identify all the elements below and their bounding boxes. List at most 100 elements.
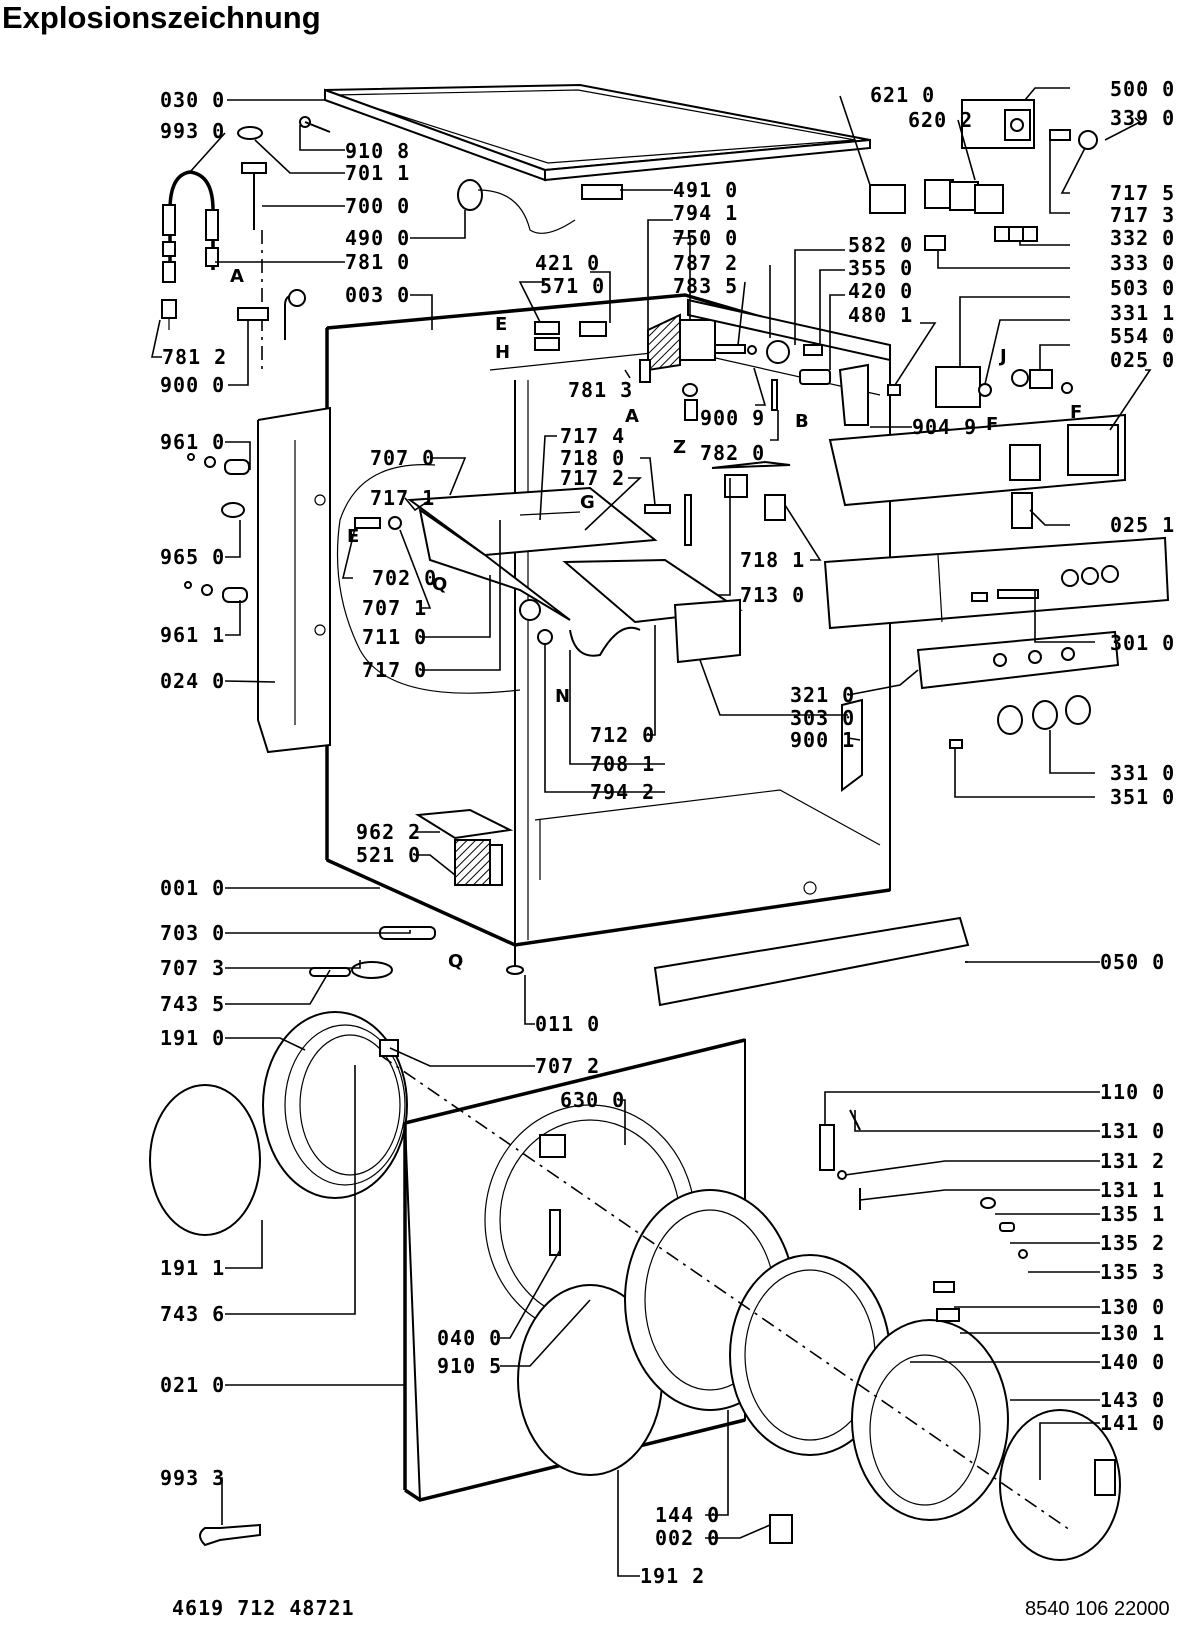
ref-letter-a1: A xyxy=(230,266,244,287)
callout-781-2: 781 2 xyxy=(162,345,227,369)
callout-011-0: 011 0 xyxy=(535,1012,600,1036)
callout-355-0: 355 0 xyxy=(848,256,913,280)
callout-781-0: 781 0 xyxy=(345,250,410,274)
callout-420-0: 420 0 xyxy=(848,279,913,303)
lamp-holder xyxy=(978,383,992,397)
callout-708-1: 708 1 xyxy=(590,752,655,776)
cover-plate xyxy=(838,363,869,426)
callout-707-0: 707 0 xyxy=(370,446,435,470)
callout-140-0: 140 0 xyxy=(1100,1350,1165,1374)
callout-794-2: 794 2 xyxy=(590,780,655,804)
callout-135-1: 135 1 xyxy=(1100,1202,1165,1226)
callout-961-0: 961 0 xyxy=(160,430,225,454)
spring-135-2 xyxy=(999,1222,1015,1232)
door-seal-191-1 xyxy=(149,1084,261,1236)
model-number: 8540 106 22000 xyxy=(1025,1598,1170,1620)
pin xyxy=(771,379,778,411)
callout-993-0: 993 0 xyxy=(160,119,225,143)
panel-002 xyxy=(769,1514,793,1544)
callout-962-2: 962 2 xyxy=(356,820,421,844)
callout-554-0: 554 0 xyxy=(1110,324,1175,348)
bumper-bottom xyxy=(184,581,248,603)
capacitor xyxy=(799,369,831,385)
callout-141-0: 141 0 xyxy=(1100,1411,1165,1435)
callout-025-1: 025 1 xyxy=(1110,513,1175,537)
door-handle xyxy=(1094,1459,1116,1496)
washer xyxy=(388,516,402,530)
callout-702-0: 702 0 xyxy=(372,566,437,590)
ref-letter-g: G xyxy=(580,492,595,513)
callout-707-2: 707 2 xyxy=(535,1054,600,1078)
callout-503-0: 503 0 xyxy=(1110,276,1175,300)
callout-491-0: 491 0 xyxy=(673,178,738,202)
bracket-130-0 xyxy=(933,1281,955,1293)
callout-191-2: 191 2 xyxy=(640,1564,705,1588)
rear-panel xyxy=(257,406,331,754)
callout-131-1: 131 1 xyxy=(1100,1178,1165,1202)
foot-011 xyxy=(506,945,524,975)
switch-single xyxy=(869,184,906,214)
mains-cable xyxy=(457,179,576,234)
callout-135-2: 135 2 xyxy=(1100,1231,1165,1255)
callout-961-1: 961 1 xyxy=(160,623,225,647)
o-ring xyxy=(537,629,553,645)
inlet-valves xyxy=(534,321,560,351)
callout-620-2: 620 2 xyxy=(908,108,973,132)
document-number: 4619 712 48721 xyxy=(172,1596,355,1620)
ref-letter-n: N xyxy=(555,686,570,707)
callout-787-2: 787 2 xyxy=(673,251,738,275)
callout-965-0: 965 0 xyxy=(160,545,225,569)
callout-143-0: 143 0 xyxy=(1100,1388,1165,1412)
fascia-panel xyxy=(823,536,1170,630)
bracket-box xyxy=(724,474,748,498)
leader-lines xyxy=(151,87,1152,1577)
heater-block xyxy=(647,313,716,421)
filter-025-1 xyxy=(1011,492,1033,529)
ref-letter-a2: A xyxy=(625,406,639,427)
callout-712-0: 712 0 xyxy=(590,723,655,747)
callout-332-0: 332 0 xyxy=(1110,226,1175,250)
callout-002-0: 002 0 xyxy=(655,1526,720,1550)
pressure-switch xyxy=(766,340,790,364)
interference-filter xyxy=(414,808,514,886)
nut-131-2 xyxy=(837,1170,847,1180)
callout-131-0: 131 0 xyxy=(1100,1119,1165,1143)
callout-900-1: 900 1 xyxy=(790,728,855,752)
callout-717-0: 717 0 xyxy=(362,658,427,682)
dispenser-hose xyxy=(569,626,641,657)
vent-rod xyxy=(241,162,267,375)
nut xyxy=(747,345,757,355)
callout-910-5: 910 5 xyxy=(437,1354,502,1378)
callout-003-0: 003 0 xyxy=(345,283,410,307)
ref-letter-j: J xyxy=(998,346,1007,367)
callout-025-0: 025 0 xyxy=(1110,348,1175,372)
ref-letter-z: Z xyxy=(673,437,686,458)
callout-490-0: 490 0 xyxy=(345,226,410,250)
seal-707-3 xyxy=(351,961,393,979)
lamp xyxy=(887,384,901,396)
callout-582-0: 582 0 xyxy=(848,233,913,257)
pipe-702 xyxy=(354,517,381,529)
callout-571-0: 571 0 xyxy=(540,274,605,298)
ring-135-3 xyxy=(1018,1249,1028,1259)
bumper-top xyxy=(187,453,250,475)
callout-521-0: 521 0 xyxy=(356,843,421,867)
tub-front xyxy=(262,1011,408,1199)
callout-707-3: 707 3 xyxy=(160,956,225,980)
callout-labels: 030 0 993 0 910 8 701 1 700 0 490 0 781 … xyxy=(160,77,1175,1588)
callout-717-1: 717 1 xyxy=(370,486,435,510)
callout-131-2: 131 2 xyxy=(1100,1149,1165,1173)
bracket-130-1 xyxy=(936,1308,960,1322)
control-board xyxy=(828,413,1126,507)
door-frame-143 xyxy=(851,1319,1009,1521)
callout-750-0: 750 0 xyxy=(673,226,738,250)
callout-717-5: 717 5 xyxy=(1110,181,1175,205)
callout-718-1: 718 1 xyxy=(740,548,805,572)
callout-718-0: 718 0 xyxy=(560,446,625,470)
callout-110-0: 110 0 xyxy=(1100,1080,1165,1104)
callout-030-0: 030 0 xyxy=(160,88,225,112)
callout-621-0: 621 0 xyxy=(870,83,935,107)
control-plate xyxy=(916,630,1120,690)
bracket-713 xyxy=(711,460,791,469)
